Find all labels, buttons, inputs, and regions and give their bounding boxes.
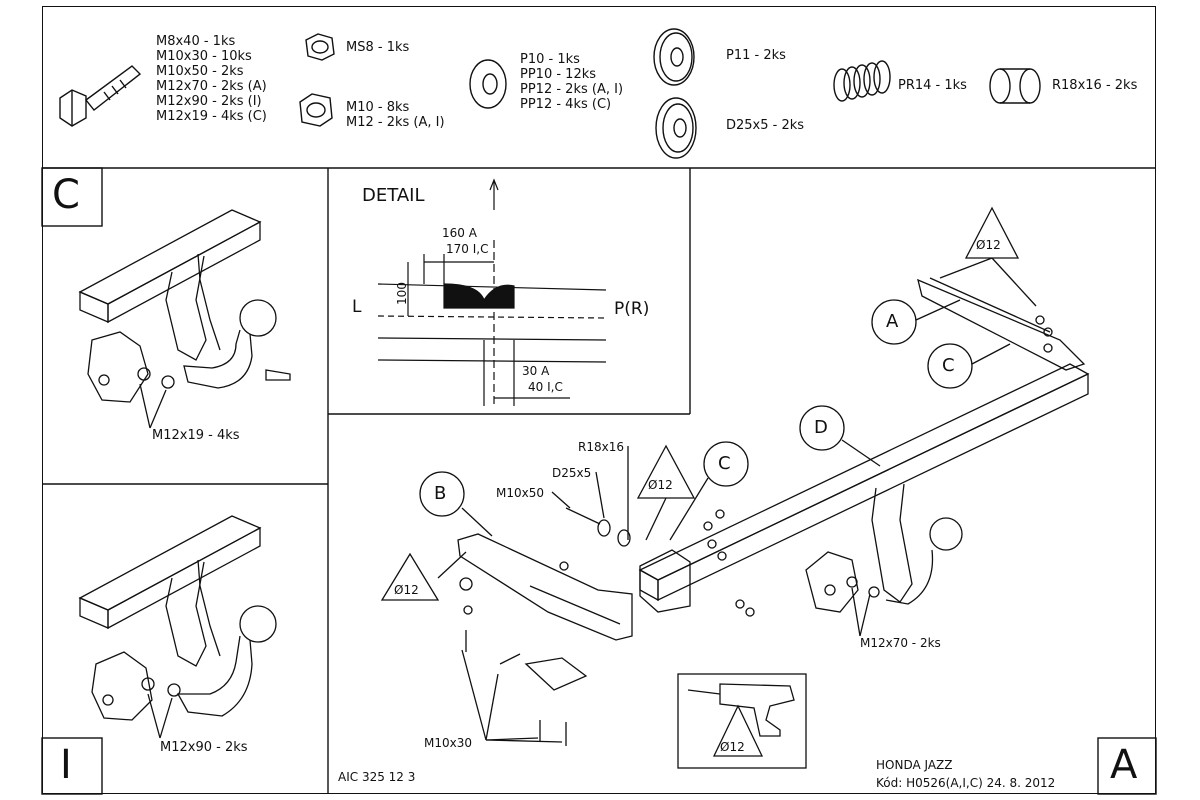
- panel-c-bolt-label: M12x19 - 4ks: [152, 428, 240, 443]
- sleeve-label: R18x16 - 2ks: [1052, 78, 1138, 93]
- nut-item: M12 - 2ks (A, I): [346, 115, 445, 130]
- detail-dim-bot-a: 30 A: [522, 364, 550, 378]
- bolt-item: M12x70 - 2ks (A): [156, 79, 267, 94]
- detail-left-label: L: [352, 297, 362, 317]
- nut-item: M10 - 8ks: [346, 100, 410, 115]
- panel-c-letter: C: [52, 172, 80, 218]
- bolt-item: M10x30 - 10ks: [156, 49, 252, 64]
- bolt-list: M8x40 - 1ks M10x30 - 10ks M10x50 - 2ks M…: [156, 34, 267, 124]
- spring-label: PR14 - 1ks: [898, 78, 967, 93]
- drill-label-mid: Ø12: [648, 478, 673, 492]
- nut-ms8-label: MS8 - 1ks: [346, 40, 410, 55]
- detail-dim-top-a: 160 A: [442, 226, 477, 240]
- washer-callout: D25x5: [552, 466, 592, 480]
- washer-d25-label: D25x5 - 2ks: [726, 118, 805, 133]
- panel-a-letter: A: [1110, 742, 1138, 788]
- washer-item: PP12 - 4ks (C): [520, 97, 612, 112]
- label-d: D: [814, 417, 828, 438]
- drawing-frame: [42, 6, 1156, 794]
- bolt-m10x30-callout: M10x30: [424, 736, 472, 750]
- label-b: B: [434, 483, 447, 504]
- spring-icon: [833, 60, 891, 102]
- label-c-center: C: [718, 453, 731, 474]
- drill-label-box: Ø12: [720, 740, 745, 754]
- hitch-c-drawing: [78, 209, 291, 429]
- panel-i-letter: I: [60, 742, 72, 788]
- detail-drawing: [377, 178, 607, 408]
- main-assembly: [380, 206, 1090, 769]
- label-c-right: C: [942, 355, 955, 376]
- bolt-item: M12x19 - 4ks (C): [156, 109, 267, 124]
- drill-label-top: Ø12: [976, 238, 1001, 252]
- detail-dim-bot-ic: 40 I,C: [528, 380, 563, 394]
- bolt-item: M12x90 - 2ks (I): [156, 94, 262, 109]
- label-a: A: [886, 311, 899, 332]
- detail-right-label: P(R): [614, 299, 650, 319]
- drill-label-left: Ø12: [394, 583, 419, 597]
- washer-p11-label: P11 - 2ks: [726, 48, 786, 63]
- washer-item: PP12 - 2ks (A, I): [520, 82, 624, 97]
- washer-item: PP10 - 12ks: [520, 67, 597, 82]
- model-name: HONDA JAZZ: [876, 758, 953, 772]
- drawing-code: AIC 325 12 3: [338, 770, 416, 784]
- washer-d25-icon: [655, 97, 697, 159]
- bolt-m10x50-callout: M10x50: [496, 486, 544, 500]
- panel-i-bolt-label: M12x90 - 2ks: [160, 740, 248, 755]
- washer-p-icon: [469, 59, 507, 109]
- sleeve-icon: [989, 68, 1041, 104]
- washer-list: P10 - 1ks PP10 - 12ks PP12 - 2ks (A, I) …: [520, 52, 623, 112]
- detail-dim-top-ic: 170 I,C: [446, 242, 489, 256]
- bolt-item: M8x40 - 1ks: [156, 34, 236, 49]
- drill-icon: [687, 683, 795, 737]
- bolt-icon: [59, 65, 142, 127]
- washer-p11-icon: [653, 28, 695, 86]
- washer-item: P10 - 1ks: [520, 52, 580, 67]
- bolt-item: M10x50 - 2ks: [156, 64, 244, 79]
- detail-title: DETAIL: [362, 185, 425, 206]
- sleeve-callout: R18x16: [578, 440, 624, 454]
- detail-dim-height: 100: [394, 282, 409, 305]
- hitch-i-drawing: [78, 515, 277, 739]
- nut-list: M10 - 8ks M12 - 2ks (A, I): [346, 100, 445, 130]
- model-code: Kód: H0526(A,I,C) 24. 8. 2012: [876, 776, 1056, 790]
- bolt-m12x70-callout: M12x70 - 2ks: [860, 636, 941, 650]
- nut-ms8-icon: [305, 33, 335, 61]
- nut-m10-icon: [299, 93, 333, 127]
